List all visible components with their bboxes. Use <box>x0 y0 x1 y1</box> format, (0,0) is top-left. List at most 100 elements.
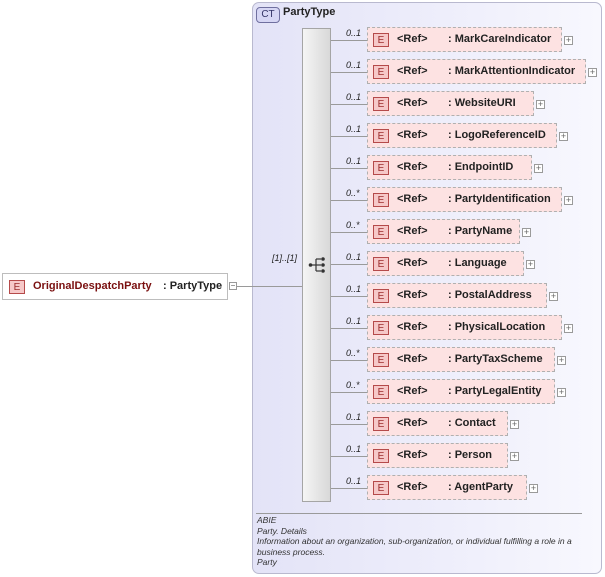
child-cardinality: 0..1 <box>346 92 362 102</box>
expand-icon[interactable]: + <box>510 419 519 429</box>
ref-label: <Ref> <box>397 193 428 205</box>
child-connector <box>331 72 367 73</box>
element-icon: E <box>373 161 389 175</box>
child-connector <box>331 136 367 137</box>
child-element[interactable]: E <Ref> : AgentParty <box>367 475 527 500</box>
child-element[interactable]: E<Ref>: PartyTaxScheme <box>367 347 555 372</box>
element-icon: E <box>373 417 389 431</box>
child-connector <box>331 104 367 105</box>
root-cardinality: [1]..[1] <box>272 253 298 263</box>
expand-icon[interactable]: + <box>536 99 545 109</box>
child-element-name: : Contact <box>448 417 496 429</box>
child-cardinality: 0..1 <box>346 124 362 134</box>
expand-icon[interactable]: + <box>522 227 531 237</box>
ref-label: <Ref> <box>397 33 428 45</box>
expand-icon[interactable]: + <box>557 355 566 365</box>
child-cardinality: 0..* <box>346 220 360 230</box>
element-icon: E <box>373 97 389 111</box>
child-cardinality: 0..* <box>346 348 360 358</box>
expand-icon[interactable]: + <box>549 291 558 301</box>
child-cardinality: 0..* <box>346 380 360 390</box>
element-icon: E <box>373 225 389 239</box>
expand-icon[interactable]: + <box>588 67 597 77</box>
child-element-name: : PartyName <box>448 225 513 237</box>
root-element-name: OriginalDespatchParty <box>33 280 152 292</box>
annotation-separator <box>256 513 582 514</box>
ref-label: <Ref> <box>397 417 428 429</box>
child-element[interactable]: E<Ref>: MarkAttentionIndicator <box>367 59 586 84</box>
child-element-name: : LogoReferenceID <box>448 129 546 141</box>
child-connector <box>331 200 367 201</box>
child-element-name: : AgentParty <box>448 481 513 493</box>
annotation-line: Party <box>257 557 277 567</box>
ref-label: <Ref> <box>397 257 428 269</box>
ref-label: <Ref> <box>397 65 428 77</box>
child-connector <box>331 328 367 329</box>
annotation-line: ABIE <box>257 515 277 525</box>
expand-icon[interactable]: + <box>534 163 543 173</box>
element-icon: E <box>373 449 389 463</box>
element-icon: E <box>373 65 389 79</box>
expand-icon[interactable]: + <box>510 451 519 461</box>
expand-icon[interactable]: + <box>559 131 568 141</box>
child-element-name: : MarkCareIndicator <box>448 33 552 45</box>
child-cardinality: 0..1 <box>346 476 362 486</box>
ref-label: <Ref> <box>397 385 428 397</box>
child-cardinality: 0..1 <box>346 444 362 454</box>
expand-icon[interactable]: + <box>526 259 535 269</box>
ref-label: <Ref> <box>397 289 428 301</box>
expand-icon[interactable]: + <box>564 323 573 333</box>
root-connector <box>237 286 302 287</box>
child-element[interactable]: E<Ref>: WebsiteURI <box>367 91 534 116</box>
child-element-name: : Person <box>448 449 493 461</box>
child-element-name: : PartyTaxScheme <box>448 353 543 365</box>
child-element[interactable]: E<Ref>: PartyIdentification <box>367 187 562 212</box>
element-icon: E <box>373 257 389 271</box>
element-icon: E <box>373 33 389 47</box>
annotation: ABIE Party. Details Information about an… <box>257 515 587 568</box>
collapse-icon[interactable]: − <box>229 281 237 290</box>
expand-icon[interactable]: + <box>529 483 538 493</box>
element-icon: E <box>373 481 389 495</box>
element-icon: E <box>373 129 389 143</box>
child-connector <box>331 40 367 41</box>
ref-label: <Ref> <box>397 449 428 461</box>
child-element[interactable]: E<Ref>: LogoReferenceID <box>367 123 557 148</box>
expand-icon[interactable]: + <box>564 195 573 205</box>
ref-label: <Ref> <box>397 481 428 493</box>
child-element[interactable]: E <Ref> : MarkCareIndicator <box>367 27 562 52</box>
child-connector <box>331 264 367 265</box>
ref-label: <Ref> <box>397 161 428 173</box>
root-element[interactable]: E OriginalDespatchParty : PartyType <box>2 273 228 300</box>
child-element-name: : Language <box>448 257 507 269</box>
ref-label: <Ref> <box>397 225 428 237</box>
child-connector <box>331 488 367 489</box>
child-element[interactable]: E<Ref>: PartyLegalEntity <box>367 379 555 404</box>
element-icon: E <box>373 353 389 367</box>
child-element[interactable]: E <Ref> : EndpointID <box>367 155 532 180</box>
child-connector <box>331 296 367 297</box>
child-cardinality: 0..1 <box>346 252 362 262</box>
child-element[interactable]: E<Ref>: PostalAddress <box>367 283 547 308</box>
child-element[interactable]: E <Ref> : PartyName <box>367 219 520 244</box>
child-connector <box>331 456 367 457</box>
child-element-name: : PhysicalLocation <box>448 321 546 333</box>
child-element[interactable]: E <Ref> : Language <box>367 251 524 276</box>
child-element[interactable]: E<Ref>: PhysicalLocation <box>367 315 562 340</box>
child-element[interactable]: E <Ref> : Contact <box>367 411 508 436</box>
element-icon: E <box>373 193 389 207</box>
child-cardinality: 0..* <box>346 188 360 198</box>
child-connector <box>331 424 367 425</box>
element-icon: E <box>373 321 389 335</box>
child-connector <box>331 392 367 393</box>
child-element-name: : EndpointID <box>448 161 514 173</box>
element-icon: E <box>9 280 25 294</box>
element-icon: E <box>373 385 389 399</box>
child-element[interactable]: E <Ref> : Person <box>367 443 508 468</box>
annotation-line: Information about an organization, sub-o… <box>257 536 572 557</box>
ref-label: <Ref> <box>397 97 428 109</box>
root-element-type: : PartyType <box>163 280 223 292</box>
expand-icon[interactable]: + <box>564 35 573 45</box>
expand-icon[interactable]: + <box>557 387 566 397</box>
child-cardinality: 0..1 <box>346 412 362 422</box>
